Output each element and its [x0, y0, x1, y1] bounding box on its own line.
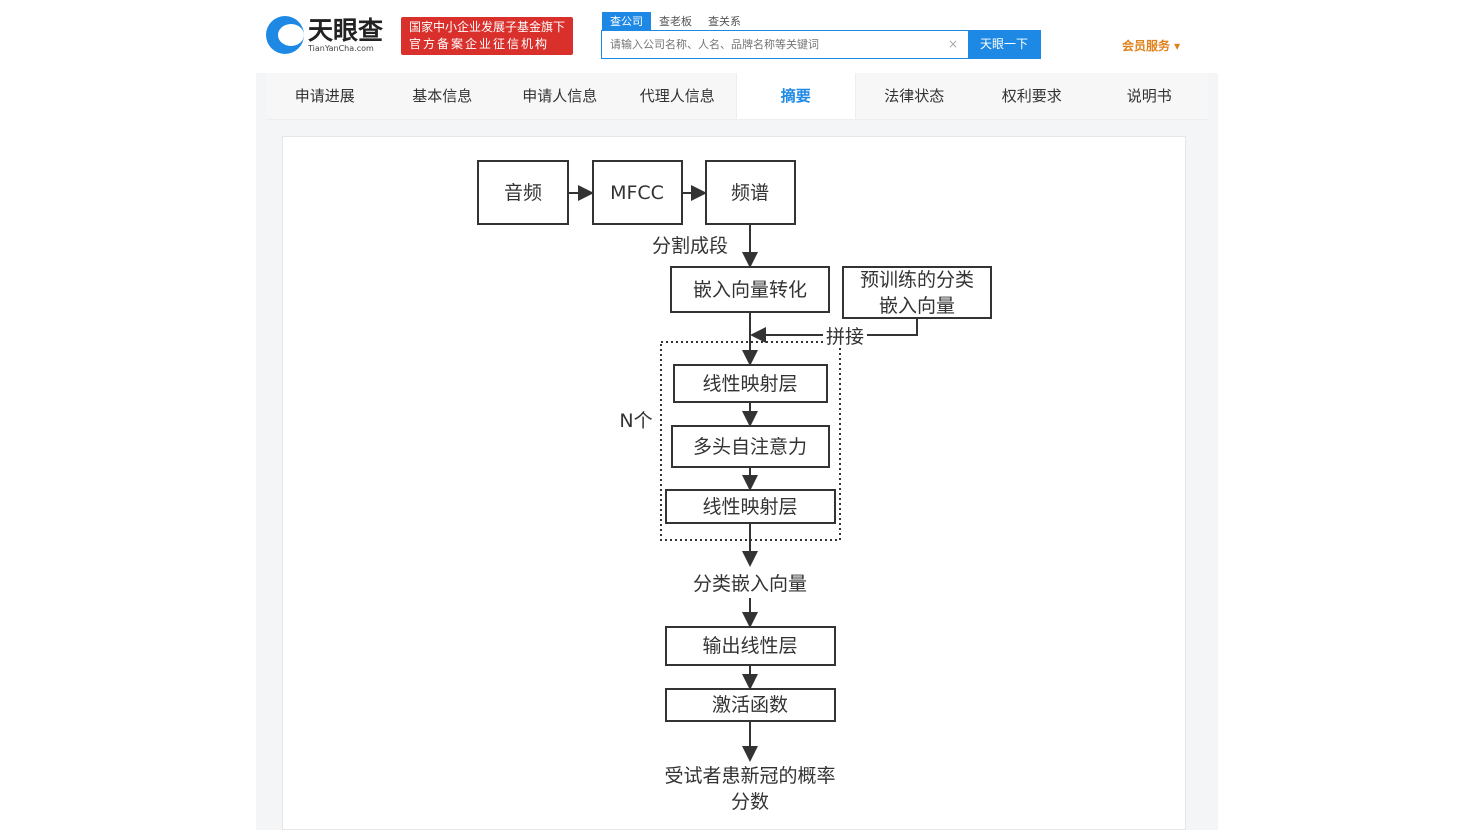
- clear-icon[interactable]: ×: [947, 37, 959, 51]
- logo-mark-icon: [266, 16, 304, 54]
- label-activation: 激活函数: [712, 694, 788, 716]
- label-audio: 音频: [504, 182, 542, 204]
- box-mfcc: [592, 160, 683, 225]
- label-embed: 嵌入向量转化: [693, 279, 807, 301]
- tab-progress[interactable]: 申请进展: [294, 87, 355, 105]
- label-result: 受试者患新冠的概率: [664, 765, 835, 787]
- logo-subtext: TianYanCha.com: [308, 43, 374, 53]
- box-pretrained: [842, 266, 992, 319]
- logo-text: 天眼查: [308, 15, 384, 45]
- search-tab-company[interactable]: 查公司: [602, 12, 651, 30]
- search-bar: × 天眼一下: [601, 30, 1041, 59]
- tab-basic-info[interactable]: 基本信息: [412, 87, 473, 105]
- search-input[interactable]: [602, 31, 938, 58]
- search-tab-relation[interactable]: 查关系: [708, 15, 741, 28]
- label-cls-embed: 分类嵌入向量: [693, 573, 807, 595]
- tab-legal-status[interactable]: 法律状态: [884, 87, 945, 105]
- label-linear2: 线性映射层: [702, 496, 797, 518]
- label-pretrained: 嵌入向量: [879, 295, 955, 317]
- label-result: 分数: [731, 791, 769, 813]
- label-linear1: 线性映射层: [702, 373, 797, 395]
- tab-description[interactable]: 说明书: [1126, 87, 1172, 105]
- badge-line: 官方备案企业征信机构: [409, 37, 550, 51]
- badge-line: 国家中小企业发展子基金旗下: [409, 20, 566, 34]
- search-button[interactable]: 天眼一下: [968, 31, 1040, 58]
- label-output: 输出线性层: [702, 635, 797, 657]
- label-spectrum: 频谱: [731, 182, 769, 204]
- label-mhsa: 多头自注意力: [693, 436, 807, 458]
- arrow-concat: [750, 318, 918, 343]
- search-tab-boss[interactable]: 查老板: [659, 15, 692, 28]
- box-linear1: [673, 364, 828, 403]
- tab-abstract[interactable]: 摘要: [736, 73, 856, 119]
- certification-badge: 国家中小企业发展子基金旗下官方备案企业征信机构: [401, 17, 573, 55]
- label-pretrained: 预训练的分类: [860, 269, 974, 291]
- label-n: N个: [619, 410, 652, 432]
- label-segment: 分割成段: [652, 235, 728, 257]
- box-output: [665, 626, 836, 666]
- tab-applicant[interactable]: 申请人信息: [522, 87, 598, 105]
- tab-claims[interactable]: 权利要求: [1001, 87, 1062, 105]
- label-concat: 拼接: [826, 326, 864, 348]
- label-mfcc: MFCC: [610, 182, 664, 204]
- tab-agent[interactable]: 代理人信息: [639, 87, 715, 105]
- tab-nav: 申请进展 基本信息 申请人信息 代理人信息 摘要 法律状态 权利要求 说明书: [266, 73, 1208, 120]
- member-service-link[interactable]: 会员服务 ▾: [1122, 39, 1181, 53]
